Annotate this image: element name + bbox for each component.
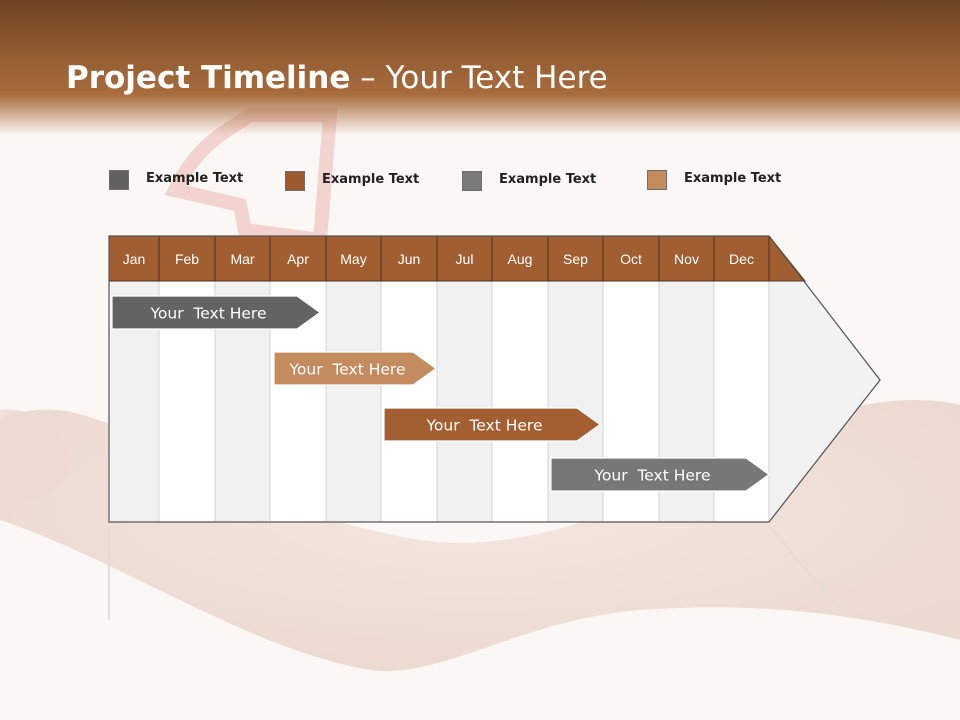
reflection-line: [768, 525, 841, 611]
legend-swatch: [647, 170, 667, 190]
legend-label: Example Text: [499, 172, 597, 187]
month-column-shade: [437, 281, 492, 522]
month-label: Jan: [123, 251, 146, 267]
month-header-cell: [214, 235, 271, 282]
legend-label: Example Text: [146, 171, 244, 186]
month-column-shade: [326, 281, 381, 522]
task-label: Your Text Here: [594, 467, 711, 485]
month-label: Oct: [620, 251, 642, 267]
month-header-cell: [269, 235, 327, 282]
task-label: Your Text Here: [150, 305, 267, 323]
slide-title: Project Timeline – Your Text Here: [66, 60, 608, 104]
month-label: Apr: [287, 251, 309, 267]
thumb-shape: [0, 409, 72, 502]
title-bold: Project Timeline: [66, 60, 351, 96]
legend-swatch: [285, 171, 305, 191]
legend-swatch: [109, 170, 129, 190]
title-bar: [0, 0, 960, 135]
task-label: Your Text Here: [289, 361, 406, 379]
legend-label: Example Text: [322, 172, 420, 187]
month-label: Sep: [563, 251, 588, 267]
legend-label: Example Text: [684, 171, 782, 186]
timeline-outline: [108, 235, 881, 523]
arrow-tip-fill: [769, 281, 880, 522]
title-rest: – Your Text Here: [350, 60, 608, 96]
month-header-cell: [380, 235, 438, 282]
month-header-cell: [713, 235, 770, 282]
month-label: Feb: [175, 251, 199, 267]
month-label: Nov: [674, 251, 699, 267]
month-header-cell: [436, 235, 493, 282]
month-label: May: [340, 251, 366, 267]
month-header-cell: [602, 235, 660, 282]
month-label: Jul: [456, 251, 474, 267]
task-label: Your Text Here: [426, 417, 543, 435]
month-header-cell: [491, 235, 549, 282]
legend-swatch: [462, 171, 482, 191]
month-label: Jun: [398, 251, 421, 267]
task-arrow: [550, 457, 771, 492]
month-label: Aug: [508, 251, 533, 267]
month-header-cell: [658, 235, 715, 282]
month-header-cell: [547, 235, 604, 282]
task-arrow: [383, 407, 602, 442]
month-header-cell: [325, 235, 382, 282]
task-arrow: [111, 295, 322, 330]
month-header-cell: [158, 235, 216, 282]
month-label: Mar: [230, 251, 254, 267]
month-label: Dec: [729, 251, 754, 267]
task-arrow: [273, 351, 438, 386]
